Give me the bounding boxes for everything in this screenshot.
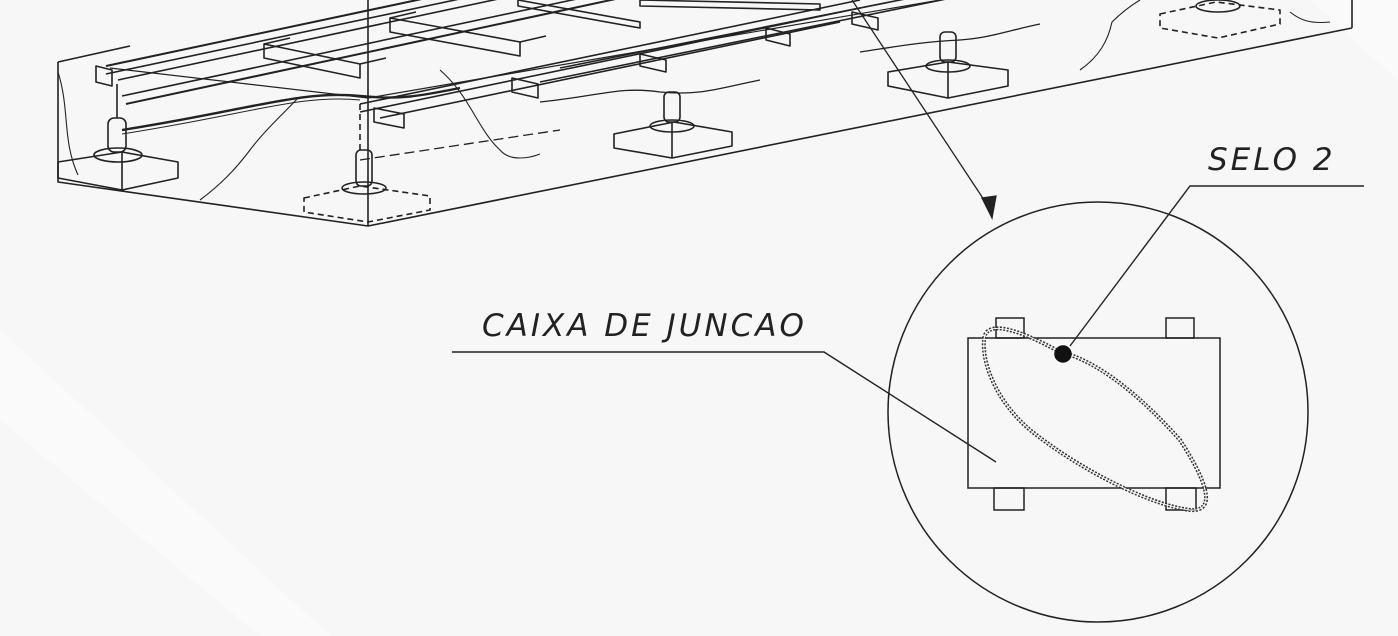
mounting-tab: [1165, 487, 1197, 511]
foundation-platform: [57, 0, 1353, 227]
detail-view-circle: [887, 201, 1309, 623]
callout-leaders: [452, 185, 1364, 463]
seal-wire: [981, 326, 1208, 513]
cross-beams: [263, 0, 821, 79]
load-cell-1: [57, 84, 179, 191]
junction-box-body: [967, 337, 1221, 489]
mounting-tab: [1165, 317, 1195, 339]
junction-box-label: CAIXA DE JUNCAO: [482, 308, 807, 344]
load-cell-5: [1159, 0, 1281, 39]
load-cell-3: [613, 91, 733, 159]
seal-label: SELO 2: [1208, 142, 1336, 178]
beam-stiffeners: [95, 11, 879, 129]
weighbridge-main-beams: [105, 0, 1041, 135]
concrete-pit-outline: [57, 0, 1353, 227]
lead-seal: [1054, 345, 1072, 363]
mounting-tab: [993, 487, 1025, 511]
detail-leader-arrow: [851, 0, 997, 221]
load-cell-2: [303, 104, 431, 223]
load-cell-4: [887, 31, 1009, 99]
